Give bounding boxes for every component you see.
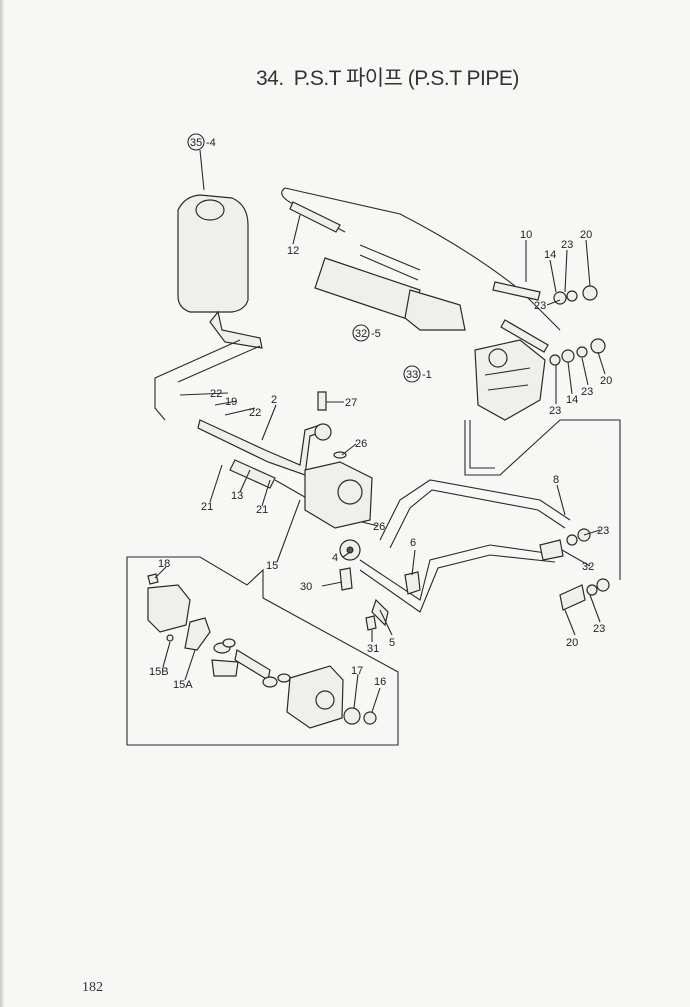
steering-unit [474, 339, 546, 421]
callout: 5 [389, 637, 395, 649]
callout: 23 [561, 239, 573, 251]
callout: 21 [201, 501, 213, 513]
callout: 31 [367, 643, 379, 655]
callout: 15B [149, 666, 169, 678]
callout: 21 [256, 504, 268, 516]
callout: 14 [566, 394, 578, 406]
callout: 20 [600, 375, 612, 387]
callout-labels: 12 10 23 20 14 23 20 23 14 23 22 19 22 2… [149, 229, 612, 691]
callout: 4 [332, 552, 338, 564]
callout: 23 [593, 623, 605, 635]
callout: 6 [410, 537, 416, 549]
page-number: 182 [82, 980, 103, 995]
callout: 20 [580, 229, 592, 241]
callout: 12 [287, 245, 299, 257]
callout: -4 [206, 137, 216, 149]
pump-exploded [147, 573, 377, 729]
callout: 2 [271, 394, 277, 406]
page-title: 34.P.S.T 파이프 (P.S.T PIPE) [256, 67, 519, 90]
callout: 20 [566, 637, 578, 649]
callout: 8 [553, 474, 559, 486]
callout: -5 [371, 328, 381, 340]
reservoir-tank [177, 194, 263, 349]
callout: 13 [231, 490, 243, 502]
callout: 26 [373, 521, 385, 533]
callout: 23 [597, 525, 609, 537]
callout: 26 [355, 438, 367, 450]
callout: 32 [582, 561, 594, 573]
callout: 15A [173, 679, 193, 691]
callout: 10 [520, 229, 532, 241]
callout: 23 [549, 405, 561, 417]
callout: 17 [351, 665, 363, 677]
callout: 15 [266, 560, 278, 572]
callout: 18 [158, 558, 170, 570]
callout: -1 [422, 369, 432, 381]
callout: 35 [190, 137, 202, 149]
cylinder [314, 244, 466, 331]
pump [304, 391, 373, 529]
callout: 16 [374, 676, 386, 688]
callout: 14 [544, 249, 556, 261]
page-edge-shadow [0, 0, 4, 1007]
callout: 30 [300, 581, 312, 593]
callout: 23 [581, 386, 593, 398]
callout: 23 [534, 300, 546, 312]
callout: 33 [406, 369, 418, 381]
callout-circle [187, 133, 205, 151]
callout: 32 [355, 328, 367, 340]
callout: 27 [345, 397, 357, 409]
callout: 22 [249, 407, 261, 419]
